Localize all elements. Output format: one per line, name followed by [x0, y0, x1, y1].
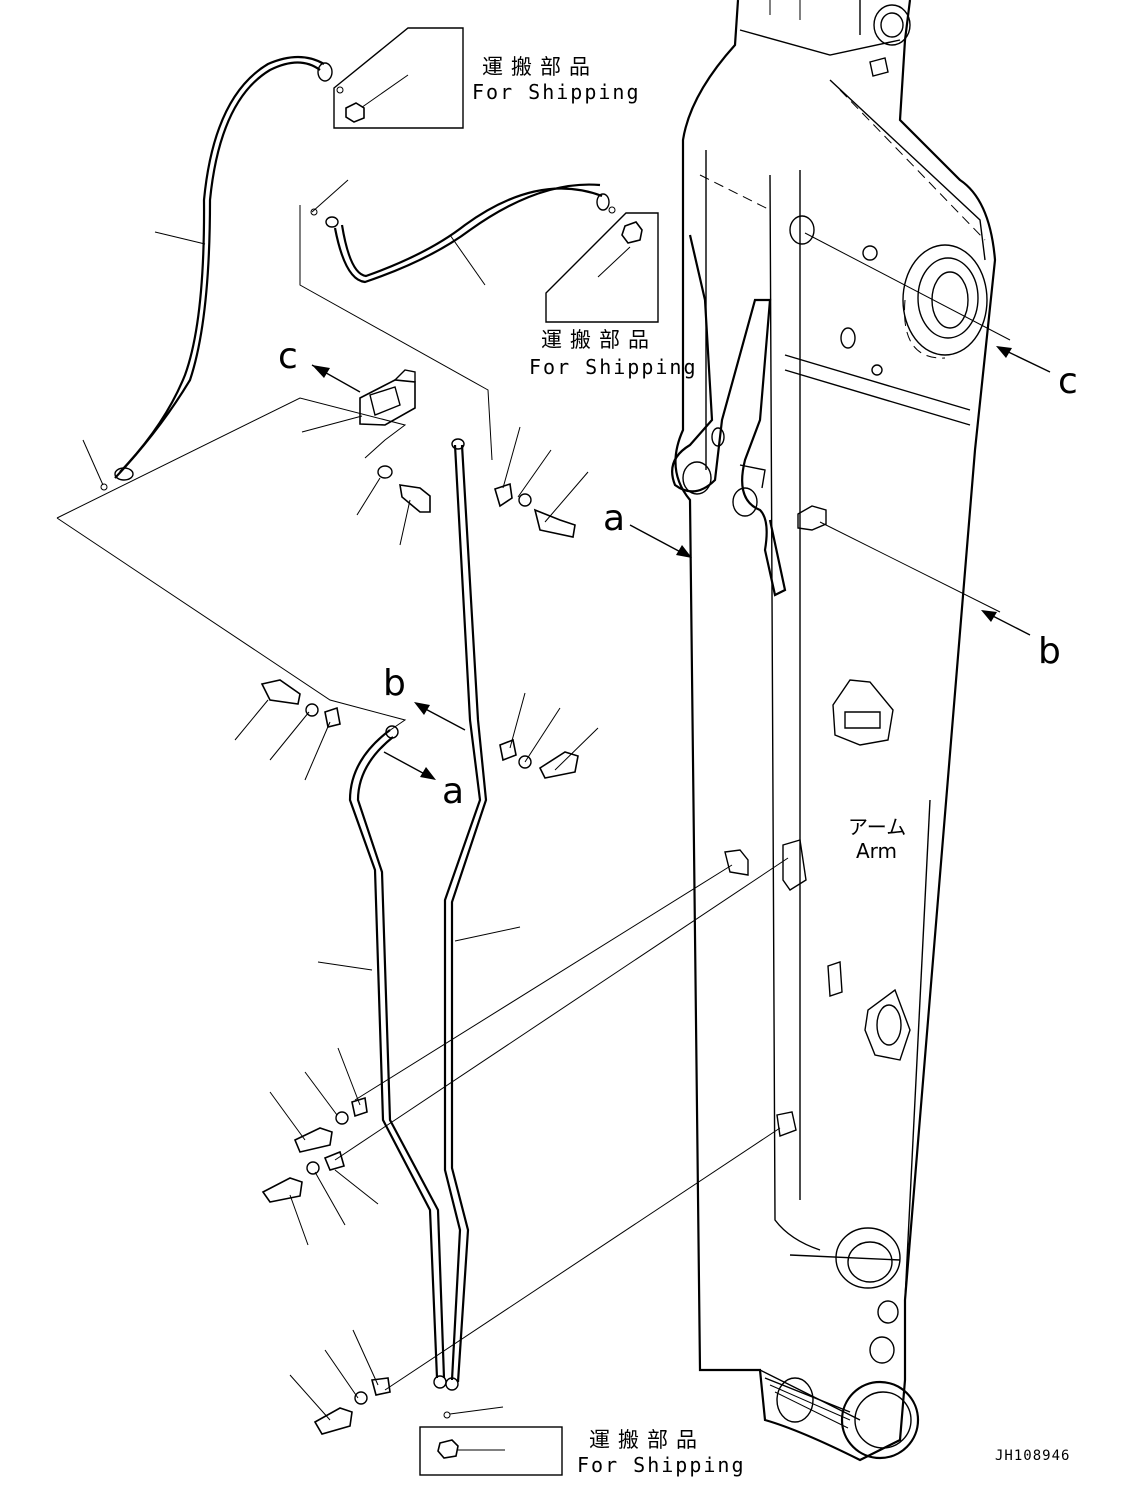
bolt-bottom	[313, 1377, 391, 1435]
shipping-label-jp: 運搬部品	[541, 328, 657, 352]
bolt-lower-b	[261, 1150, 345, 1203]
bolt-mid-right	[499, 738, 579, 779]
ref-letter-b: b	[1038, 631, 1061, 672]
shipping-label-en: For Shipping	[472, 80, 641, 104]
ref-letter-c: c	[1058, 361, 1078, 402]
bolt-lower-a	[293, 1096, 368, 1153]
shipping-label-jp: 運搬部品	[589, 1428, 705, 1452]
hose-upper-left	[100, 55, 344, 491]
shipping-label-jp: 運搬部品	[482, 55, 598, 79]
drawing-code: JH108946	[995, 1448, 1070, 1464]
shipping-label-en: For Shipping	[529, 355, 698, 379]
shipping-box-3: 運搬部品 For Shipping	[419, 1426, 746, 1477]
bolt-mid-left	[260, 679, 341, 728]
ref-letter-c: c	[278, 336, 298, 377]
ref-letter-a: a	[603, 498, 625, 539]
hose-upper-middle	[310, 183, 616, 284]
shipping-box-1: 運搬部品 For Shipping	[333, 27, 641, 129]
arm-body	[671, 0, 997, 1462]
arm-label-en: Arm	[856, 839, 897, 863]
pipe-long-right	[443, 438, 488, 1391]
bolt-upper-center	[377, 465, 431, 513]
bolt-upper-right	[494, 482, 576, 538]
shipping-box-2: 運搬部品 For Shipping	[529, 212, 698, 379]
arm-label-jp: アーム	[848, 815, 906, 839]
ref-letter-b: b	[383, 663, 406, 704]
ref-letter-a: a	[442, 771, 464, 812]
shipping-label-en: For Shipping	[577, 1453, 746, 1477]
leader-lines	[56, 179, 1051, 1421]
clamp-assembly-c	[359, 369, 416, 426]
pipe-long-left	[348, 725, 451, 1419]
